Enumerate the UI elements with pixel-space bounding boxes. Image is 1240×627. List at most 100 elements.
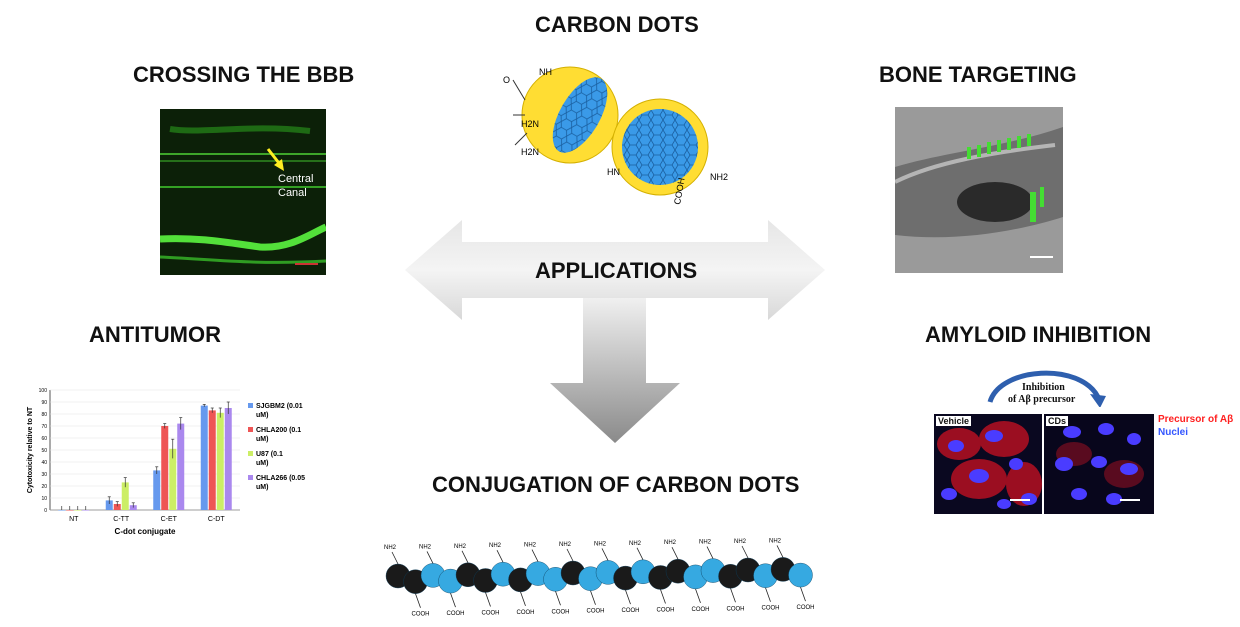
cds-image: CDs [1044,414,1154,514]
bond [426,551,434,564]
bar [113,504,121,510]
nh2-group-label: NH2 [629,541,642,547]
nh2-group-label: NH2 [769,538,782,544]
applications-arrow [405,220,825,443]
curved-arrow [987,370,1106,407]
bond [531,549,539,562]
bar [121,482,129,510]
bar [82,510,90,511]
cooh-group-label: COOH [762,606,780,612]
nh2-group-label: NH2 [384,545,397,551]
carbon-dots-illustration: NH O H2N H2N HN COOH NH2 [503,66,728,205]
vehicle-label: Vehicle [936,416,972,426]
o-label: O [503,75,510,85]
bone-targeting-heading: BONE TARGETING [879,62,1077,87]
conjugation-heading: CONJUGATION OF CARBON DOTS [432,472,800,497]
central-canal-label-1: Central [278,173,314,185]
y-tick-label: 60 [41,436,47,442]
cds-label: CDs [1046,416,1069,426]
bond [485,592,491,607]
cooh-group-label: COOH [412,612,430,618]
bar [200,405,208,510]
bar [161,426,169,510]
bond [625,589,631,605]
bond [800,586,806,602]
bond [765,587,771,602]
amyloid-panel: Inhibition of Aβ precursor Vehicle [930,362,1234,522]
nh-label: NH [539,67,552,77]
y-tick-label: 40 [41,460,47,466]
y-tick-label: 50 [41,448,47,454]
legend-swatch [248,403,253,408]
x-tick-label: NT [69,516,79,523]
y-tick-label: 100 [39,388,48,394]
bond [601,548,609,561]
bbb-micrograph: Central Canal [160,109,326,275]
y-axis-label: Cytotoxicity relative to NT [27,406,34,493]
bond [776,545,784,558]
y-tick-label: 30 [41,472,47,478]
legend-precursor: Precursor of Aβ [1158,414,1234,425]
x-tick-label: C-ET [161,516,178,523]
y-tick-label: 0 [44,508,47,514]
nh2-group-label: NH2 [594,541,607,547]
amyloid-inhibition-heading: AMYLOID INHIBITION [925,322,1152,347]
cooh-group-label: COOH [482,611,500,617]
y-tick-label: 10 [41,496,47,502]
crossing-bbb-heading: CROSSING THE BBB [133,62,355,87]
bar [105,500,113,510]
nh2-group-label: NH2 [734,539,747,545]
x-tick-label: C-DT [208,516,225,523]
applications-label: APPLICATIONS [535,258,698,283]
bond [636,547,644,560]
bond [566,548,574,562]
cooh-group-label: COOH [622,608,640,614]
cooh-label: COOH [672,177,687,205]
legend-swatch [248,451,253,456]
x-tick-label: C-TT [113,516,130,523]
cooh-group-label: COOH [447,611,465,617]
legend-swatch [248,475,253,480]
bar [169,448,177,510]
bar [224,408,232,510]
bond [660,589,666,604]
x-axis-label: C-dot conjugate [115,527,176,536]
nh2-group-label: NH2 [699,540,712,546]
legend-swatch [248,427,253,432]
bond [671,547,679,560]
bond [741,545,749,559]
y-tick-label: 70 [41,424,47,430]
nh2-group-label: NH2 [559,542,572,548]
nh2-group-label: NH2 [419,544,432,550]
bond [730,588,736,603]
y-tick-label: 20 [41,484,47,490]
cooh-group-label: COOH [657,608,675,614]
cooh-group-label: COOH [727,606,745,612]
vehicle-image: Vehicle [934,414,1042,514]
h2n-label-1: H2N [521,119,539,129]
bar [216,412,224,510]
nh2-group-label: NH2 [454,544,467,550]
nh2-label: NH2 [710,172,728,182]
central-canal-label-2: Canal [278,187,307,199]
bond [520,591,526,607]
bar [177,423,185,510]
nh2-group-label: NH2 [664,540,677,546]
bond [496,550,504,563]
bar [153,470,161,510]
bar [74,510,82,511]
bond [590,590,596,605]
cooh-group-label: COOH [552,609,570,615]
bone-targeting-micrograph [895,107,1063,273]
arrow-label-1: Inhibition [1022,382,1065,393]
nh2-group-label: NH2 [489,543,502,549]
bar [58,510,66,511]
bond [706,546,714,559]
cooh-group-label: COOH [692,607,710,613]
